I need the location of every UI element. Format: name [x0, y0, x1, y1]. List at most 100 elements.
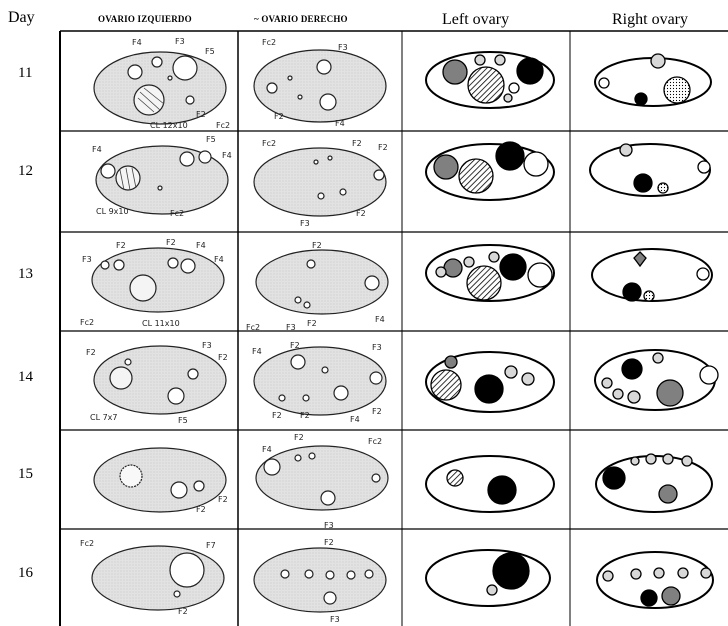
- svg-text:F3: F3: [324, 521, 334, 530]
- sketch-left-day-13: [91, 247, 225, 313]
- svg-text:F3: F3: [300, 219, 310, 228]
- ovario-izquierdo-header: OVARIO IZQUIERDO: [98, 14, 192, 24]
- sketch-right-notes-day-14: F4 F2 F3 F2 F2 F4 F2: [252, 341, 382, 424]
- left-ovary-day-12: [425, 141, 555, 201]
- svg-text:F3: F3: [202, 341, 212, 350]
- sketch-left-notes-day-11: F4 F3 F5 F2 CL 12x10 Fc2: [132, 37, 230, 130]
- svg-text:Fc2: Fc2: [170, 209, 184, 218]
- svg-text:F2: F2: [178, 607, 188, 616]
- sketch-right-notes-day-15: F4 F2 Fc2 F3: [262, 433, 382, 530]
- svg-text:F2: F2: [372, 407, 382, 416]
- svg-text:F3: F3: [330, 615, 340, 624]
- svg-text:Fc2: Fc2: [80, 318, 94, 327]
- svg-text:F4: F4: [92, 145, 102, 154]
- svg-text:Fc2: Fc2: [262, 139, 276, 148]
- svg-text:F4: F4: [132, 38, 142, 47]
- sketch-left-day-11: [93, 51, 227, 125]
- sketch-left-notes-day-15: F2 F2: [196, 495, 228, 514]
- left-ovary-day-11: [425, 51, 555, 109]
- svg-text:F2: F2: [324, 538, 334, 547]
- svg-text:F4: F4: [262, 445, 272, 454]
- sketch-right-day-16: [253, 547, 387, 613]
- day-label: 13: [18, 266, 33, 282]
- sketch-right-notes-day-11: Fc2 F3 F2 F4: [262, 38, 348, 128]
- sketch-right-day-13: [255, 249, 389, 315]
- right-ovary-header: Right ovary: [612, 11, 688, 28]
- left-ovary-day-15: [425, 455, 555, 513]
- svg-text:F3: F3: [175, 37, 185, 46]
- day-label: 16: [18, 565, 34, 581]
- svg-text:F2: F2: [86, 348, 96, 357]
- sketch-right-notes-day-16: F2 F3: [324, 538, 340, 624]
- svg-text:F3: F3: [338, 43, 348, 52]
- sketch-left-day-14: [93, 345, 227, 415]
- left-ovary-header: Left ovary: [442, 11, 509, 28]
- svg-text:F2: F2: [196, 505, 206, 514]
- svg-text:F2: F2: [312, 241, 322, 250]
- sketch-right-day-11: [253, 49, 387, 123]
- right-ovary-day-16: [596, 551, 714, 609]
- svg-text:F2: F2: [294, 433, 304, 442]
- svg-text:F2: F2: [300, 411, 310, 420]
- svg-text:F2: F2: [356, 209, 366, 218]
- sketch-left-day-16: [91, 545, 225, 611]
- svg-text:CL 7x7: CL 7x7: [90, 413, 118, 422]
- sketch-left-notes-day-12: F4 F5 F4 CL 9x10 Fc2: [92, 135, 232, 218]
- svg-text:F2: F2: [378, 143, 388, 152]
- svg-text:F5: F5: [206, 135, 216, 144]
- table-grid: [59, 30, 728, 626]
- sketch-left-day-15: [93, 447, 227, 513]
- svg-text:F2: F2: [307, 319, 317, 328]
- sketch-left-day-12: [95, 145, 229, 215]
- right-ovary-day-11: [594, 53, 712, 107]
- svg-text:Fc2: Fc2: [80, 539, 94, 548]
- svg-text:F5: F5: [205, 47, 215, 56]
- right-ovary-day-13: [591, 248, 713, 302]
- svg-text:F5: F5: [178, 416, 188, 425]
- sketch-right-notes-day-13: F2 Fc2 F3 F2 F4: [246, 241, 385, 332]
- svg-text:F2: F2: [352, 139, 362, 148]
- left-ovary-day-14: [425, 351, 555, 413]
- day-label: 15: [18, 466, 33, 482]
- right-ovary-day-12: [589, 143, 711, 197]
- svg-text:F4: F4: [335, 119, 345, 128]
- svg-text:F3: F3: [372, 343, 382, 352]
- right-ovary-day-15: [595, 453, 713, 513]
- day-label: 12: [18, 163, 33, 179]
- svg-text:Fc2: Fc2: [368, 437, 382, 446]
- svg-text:F3: F3: [286, 323, 296, 332]
- svg-text:F7: F7: [206, 541, 216, 550]
- svg-text:F4: F4: [252, 347, 262, 356]
- svg-text:F2: F2: [290, 341, 300, 350]
- svg-text:F3: F3: [82, 255, 92, 264]
- svg-text:F4: F4: [375, 315, 385, 324]
- svg-text:F4: F4: [214, 255, 224, 264]
- svg-text:CL 11x10: CL 11x10: [142, 319, 180, 328]
- day-header: Day: [8, 9, 35, 26]
- svg-text:F4: F4: [350, 415, 360, 424]
- day-label: 14: [18, 369, 34, 385]
- sketch-right-notes-day-12: Fc2 F2 F2 F3 F2: [262, 139, 388, 228]
- svg-text:F2: F2: [218, 353, 228, 362]
- svg-text:Fc2: Fc2: [262, 38, 276, 47]
- svg-text:F4: F4: [196, 241, 206, 250]
- svg-text:CL 9x10: CL 9x10: [96, 207, 129, 216]
- svg-text:F2: F2: [272, 411, 282, 420]
- svg-text:F2: F2: [218, 495, 228, 504]
- day-label: 11: [18, 65, 32, 81]
- sketch-right-day-12: [253, 147, 387, 217]
- sketch-left-notes-day-13: F3 F2 F2 F4 F4 CL 11x10 Fc2: [80, 238, 224, 328]
- sketch-right-day-14: [253, 346, 387, 416]
- sketch-left-notes-day-16: Fc2 F7 F2: [80, 539, 216, 616]
- sketch-left-notes-day-14: F2 F3 F2 CL 7x7 F5: [86, 341, 228, 425]
- svg-text:F2: F2: [116, 241, 126, 250]
- svg-text:Fc2: Fc2: [216, 121, 230, 130]
- sketch-right-day-15: [255, 445, 389, 511]
- svg-text:F2: F2: [274, 112, 284, 121]
- svg-text:F4: F4: [222, 151, 232, 160]
- left-ovary-day-16: [425, 549, 551, 607]
- right-ovary-day-14: [594, 349, 719, 411]
- left-ovary-day-13: [425, 244, 555, 302]
- svg-text:Fc2: Fc2: [246, 323, 260, 332]
